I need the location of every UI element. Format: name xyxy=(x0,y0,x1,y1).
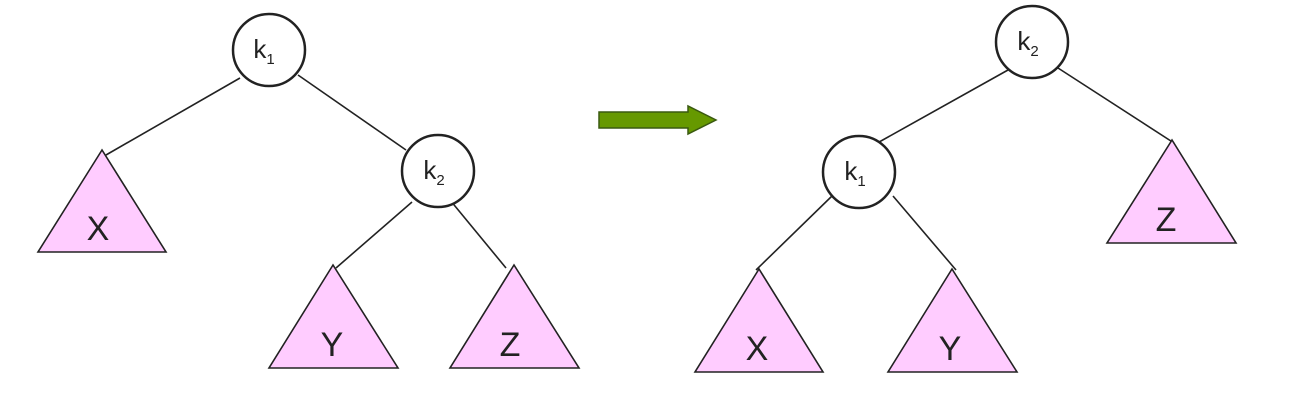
subtree-x-label: X xyxy=(746,330,769,368)
node-k2-subscript: 2 xyxy=(436,172,444,189)
edge-k1-y xyxy=(892,195,957,271)
after-tree: Z X Y k2 k1 xyxy=(693,4,1238,373)
svg-text:k2: k2 xyxy=(423,155,444,189)
subtree-y-label: Y xyxy=(939,330,962,368)
subtree-x: X xyxy=(36,148,168,253)
svg-text:k1: k1 xyxy=(253,34,274,68)
subtree-z-label: Z xyxy=(500,326,521,364)
edge-k1-x xyxy=(755,195,833,271)
subtree-x-label: X xyxy=(87,210,110,248)
node-k2-letter: k xyxy=(423,155,437,185)
subtree-y: Y xyxy=(886,267,1019,373)
edge-k2-z xyxy=(1057,67,1175,144)
node-k1-subscript: 1 xyxy=(857,173,865,190)
subtree-y-label: Y xyxy=(321,326,344,364)
node-k2-letter: k xyxy=(1017,26,1031,56)
edge-k2-k1 xyxy=(871,69,1009,147)
node-k2: k2 xyxy=(994,4,1070,80)
subtree-z: Z xyxy=(448,263,581,369)
node-k2: k2 xyxy=(400,133,476,209)
node-k1-letter: k xyxy=(253,34,267,64)
svg-text:k2: k2 xyxy=(1017,26,1038,60)
node-k1-letter: k xyxy=(844,156,858,186)
subtree-y: Y xyxy=(267,263,400,369)
svg-text:k1: k1 xyxy=(844,156,865,190)
right-arrow-icon xyxy=(598,104,718,136)
edge-k2-y xyxy=(335,201,413,269)
node-k2-subscript: 2 xyxy=(1030,43,1038,60)
subtree-z: Z xyxy=(1105,138,1238,244)
before-tree: X Y Z k1 k2 xyxy=(36,12,581,369)
edge-k1-x xyxy=(105,77,241,156)
node-k1: k1 xyxy=(821,134,897,210)
node-k1: k1 xyxy=(231,12,307,88)
subtree-z-label: Z xyxy=(1156,201,1177,239)
node-k1-subscript: 1 xyxy=(266,51,274,68)
edge-k1-k2 xyxy=(297,74,407,151)
subtree-x: X xyxy=(693,267,825,373)
edge-k2-z xyxy=(449,199,507,269)
